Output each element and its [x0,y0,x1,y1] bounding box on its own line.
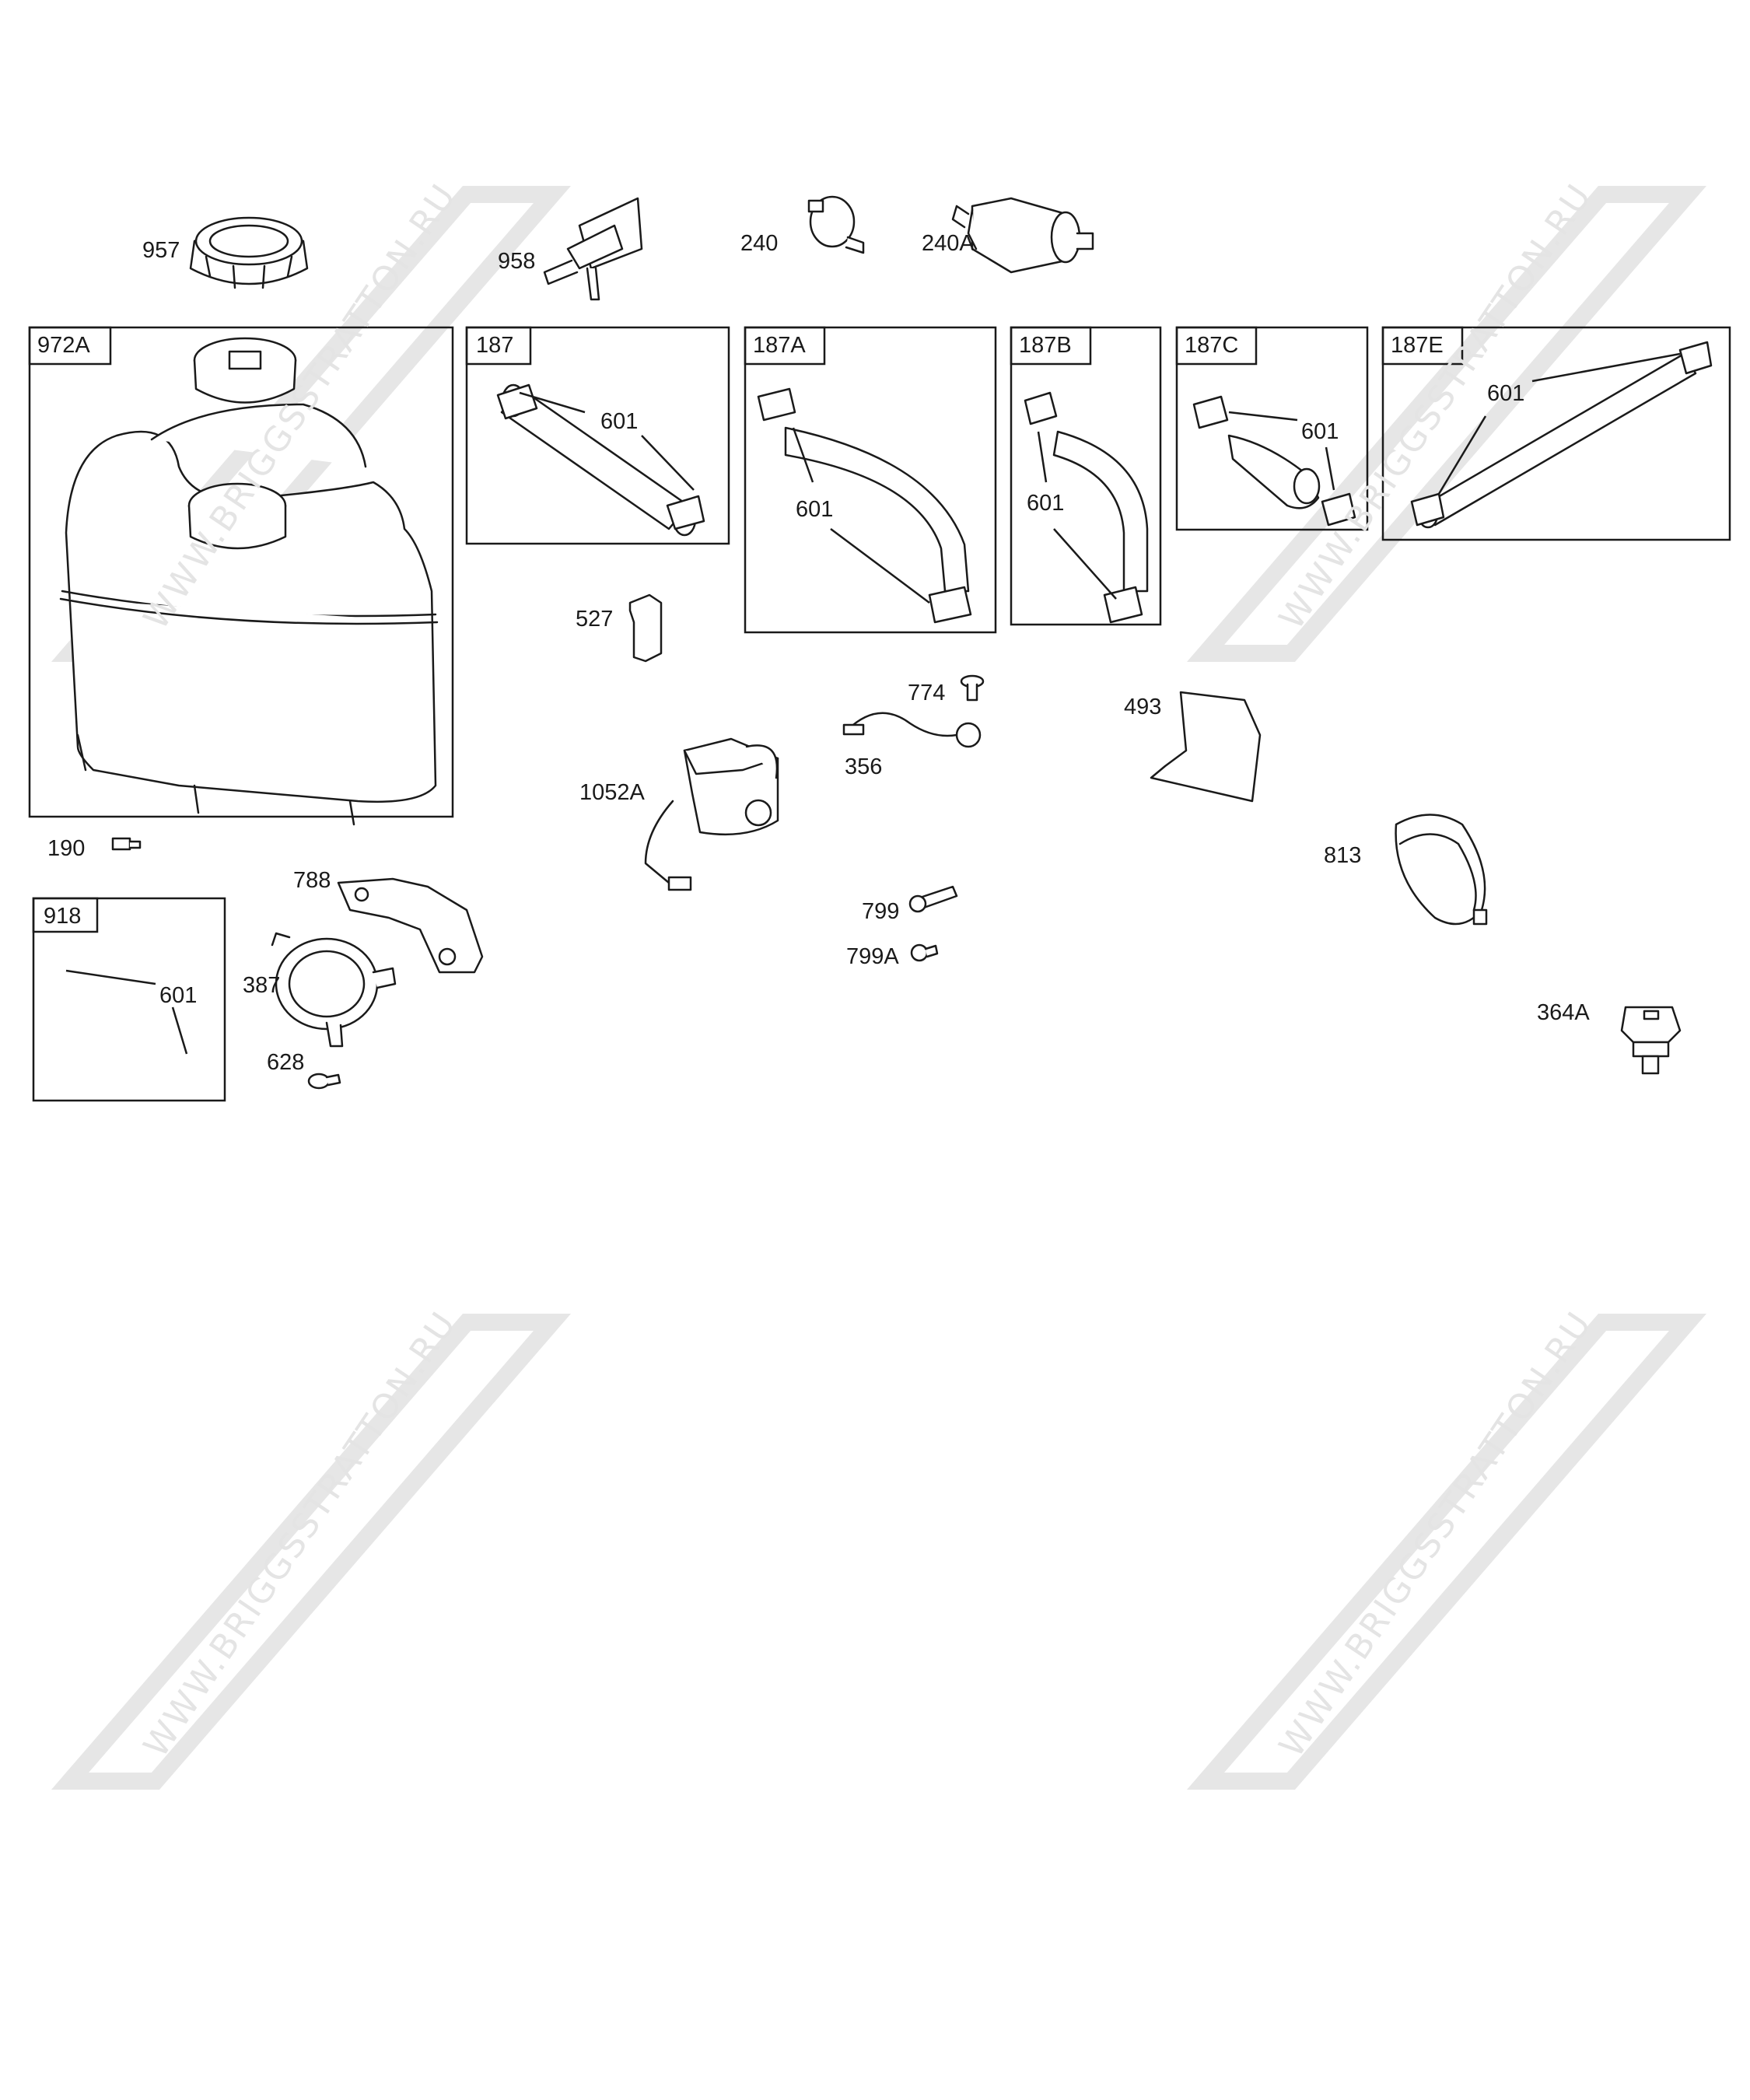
box-title-187C: 187C [1185,333,1239,358]
part-label-1052A: 1052A [579,780,645,805]
bracket-788 [337,877,484,974]
part-label-356: 356 [845,754,883,779]
clip-527 [628,593,663,663]
fuel-pump-387 [271,932,397,1048]
screw-774 [960,674,985,702]
part-label-957: 957 [142,238,180,263]
part-label-799A: 799A [846,944,899,969]
box-title-187A: 187A [753,333,806,358]
part-label-187B-601: 601 [1027,491,1065,516]
part-label-187-601: 601 [600,409,639,434]
part-label-387: 387 [243,973,281,998]
screw-799A [910,943,939,962]
part-label-788: 788 [293,868,331,893]
fuel-filter-240 [807,195,865,254]
hose-187 [496,383,705,537]
screw-628 [307,1073,341,1090]
part-label-187E-601: 601 [1487,381,1525,406]
box-title-187B: 187B [1019,333,1072,358]
ground-wire-356 [842,712,982,748]
part-label-813: 813 [1324,843,1362,868]
part-label-240: 240 [740,231,779,256]
sensor-364A [1620,1006,1682,1075]
fuel-tank-972A [59,337,439,826]
part-label-918-601: 601 [159,983,198,1008]
box-title-972A: 972A [37,333,90,358]
part-label-774: 774 [908,681,946,705]
bracket-493 [1150,691,1262,803]
box-title-918: 918 [44,904,82,929]
part-label-799: 799 [862,899,900,924]
part-drawings [59,195,1713,1090]
part-label-364A: 364A [1537,1000,1590,1025]
part-label-958: 958 [498,249,536,274]
fuel-valve-958 [543,197,643,301]
part-label-187A-601: 601 [796,497,834,522]
fuel-filter-240A [951,197,1094,274]
part-label-187C-601: 601 [1301,419,1339,444]
part-label-190: 190 [47,836,86,861]
kit-boxes [28,326,1731,1102]
hose-187E [1410,341,1713,529]
leader-lines [65,352,1681,1055]
box-title-187E: 187E [1391,333,1444,358]
box-title-187: 187 [476,333,514,358]
band-clamp-813 [1395,814,1488,926]
part-label-628: 628 [267,1050,305,1075]
part-label-240A: 240A [922,231,975,256]
hose-187C [1192,395,1356,527]
fuel-cap-957 [189,216,309,289]
screw-799 [908,885,958,913]
bolt-190 [111,837,142,851]
part-label-527: 527 [576,607,614,632]
part-label-493: 493 [1124,695,1162,719]
hose-187A [757,387,972,624]
solenoid-1052A [644,737,779,891]
